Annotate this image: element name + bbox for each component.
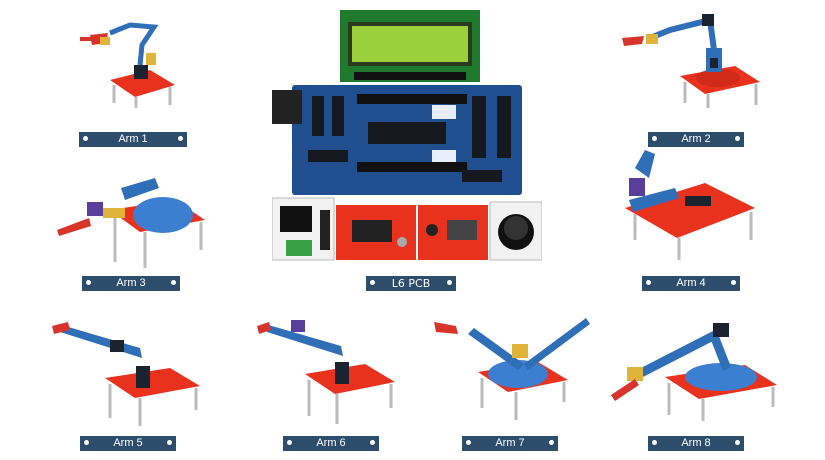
arm-2-illustration <box>622 14 760 108</box>
arm-2-label: Arm 2 <box>648 132 744 147</box>
l6-pcb-label: L6 PCB <box>366 276 456 291</box>
arm-1-label: Arm 1 <box>79 132 187 147</box>
arm-4-illustration <box>625 150 755 260</box>
arm-4-label-text: Arm 4 <box>676 277 706 289</box>
arm-3-label: Arm 3 <box>82 276 180 291</box>
arm-1-label-text: Arm 1 <box>118 133 148 145</box>
arm-5-illustration <box>52 322 200 426</box>
arm-8-label: Arm 8 <box>648 436 744 451</box>
arm-3-label-text: Arm 3 <box>116 277 146 289</box>
arm-6-label: Arm 6 <box>283 436 379 451</box>
arm-6-label-text: Arm 6 <box>316 437 346 449</box>
arm-7-label-text: Arm 7 <box>495 437 525 449</box>
arm-6-illustration <box>257 320 395 424</box>
arm-2-label-text: Arm 2 <box>681 133 711 145</box>
arm-7-label: Arm 7 <box>462 436 558 451</box>
arm-8-label-text: Arm 8 <box>681 437 711 449</box>
l6-pcb-label-text: L6 PCB <box>391 277 431 290</box>
arm-5-label: Arm 5 <box>80 436 176 451</box>
arm-8-illustration <box>611 323 777 421</box>
arm-4-label: Arm 4 <box>642 276 740 291</box>
arm-3-illustration <box>57 178 205 268</box>
arm-1-illustration <box>80 22 175 108</box>
arm-7-illustration <box>434 318 590 420</box>
l6-pcb-illustration <box>272 10 542 261</box>
arm-5-label-text: Arm 5 <box>113 437 143 449</box>
